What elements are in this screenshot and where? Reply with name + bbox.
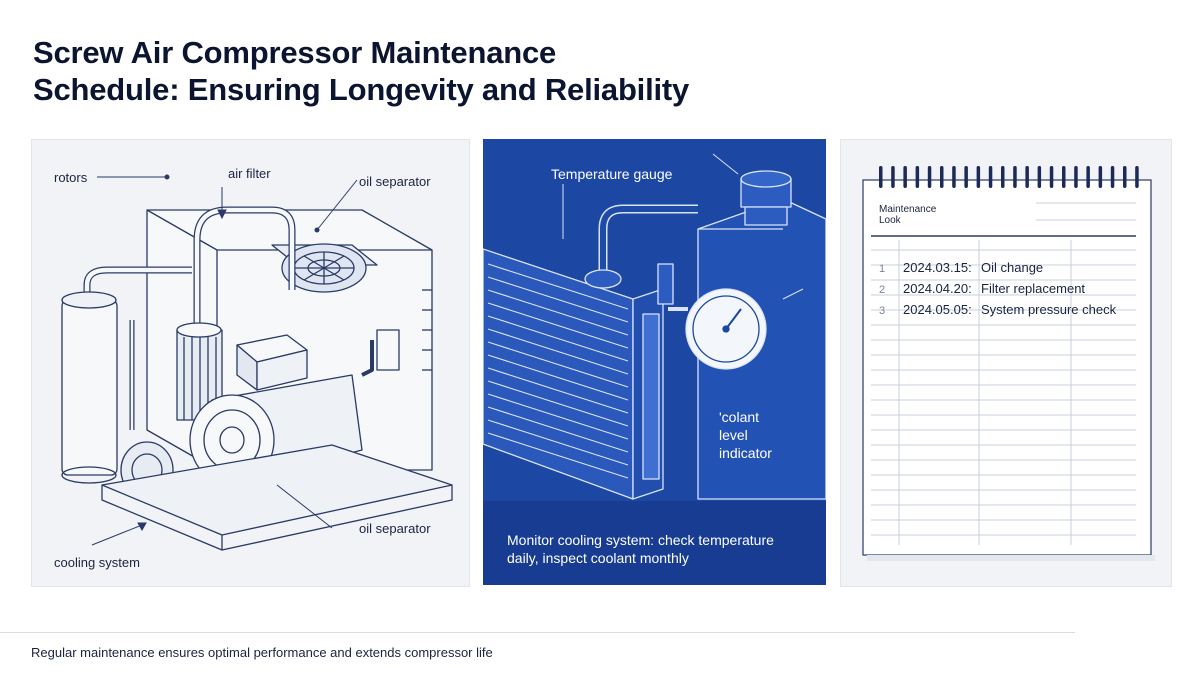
log-entry: 2 2024.04.20: Filter replacement <box>879 281 1085 296</box>
spiral-ring <box>1086 166 1090 188</box>
cooling-illustration <box>483 153 826 500</box>
spiral-ring <box>1049 166 1054 188</box>
radiator-fin <box>487 354 629 401</box>
notebook-illustration <box>862 166 1155 561</box>
spiral-ring <box>988 166 993 188</box>
notebook-spiral <box>879 166 1139 188</box>
notebook-title-line-2: Look <box>879 215 901 226</box>
compressor-illustration <box>61 174 453 551</box>
radiator-fin <box>487 380 629 427</box>
label-oil-separator-bottom: oil separator <box>359 521 431 536</box>
spiral-ring <box>915 166 920 188</box>
radiator-fin <box>487 315 629 362</box>
log-entry-task: System pressure check <box>981 302 1117 317</box>
spiral-ring <box>927 166 932 188</box>
spiral-ring <box>1098 166 1103 188</box>
radiator-fin <box>487 393 629 440</box>
radiator-fin <box>487 406 629 453</box>
page-title: Screw Air Compressor Maintenance Schedul… <box>33 34 833 108</box>
spiral-ring <box>1074 166 1078 188</box>
radiator-fin <box>487 367 629 414</box>
spiral-ring <box>891 166 895 188</box>
footer-caption: Regular maintenance ensures optimal perf… <box>31 645 493 660</box>
log-entry-task: Oil change <box>981 260 1044 275</box>
radiator-fin <box>487 276 629 323</box>
spiral-ring <box>1123 166 1127 188</box>
notebook-rules <box>871 240 1136 545</box>
radiator-fin <box>487 263 629 310</box>
notebook-title-line-1: Maintenance <box>879 204 937 215</box>
radiator-fin <box>487 419 629 466</box>
radiator-fin <box>487 341 629 388</box>
log-entry-marker: 3 <box>879 305 886 317</box>
spiral-ring <box>940 166 944 188</box>
compressor-diagram-panel: rotors air filter oil separator oil sepa… <box>31 139 470 587</box>
title-line-1: Screw Air Compressor Maintenance <box>33 35 557 70</box>
cooling-callout: Monitor cooling system: check temperatur… <box>483 501 826 585</box>
footer-divider <box>0 632 1075 633</box>
title-line-2: Schedule: Ensuring Longevity and Reliabi… <box>33 72 690 107</box>
log-entry-marker: 2 <box>879 284 886 296</box>
log-entry-marker: 1 <box>879 263 886 275</box>
log-entry-task: Filter replacement <box>981 281 1086 296</box>
spiral-ring <box>1025 166 1029 188</box>
spiral-ring <box>879 166 883 188</box>
spiral-ring <box>1110 166 1115 188</box>
label-oil-separator-top: oil separator <box>359 174 431 189</box>
log-entry-date: 2024.05.05: <box>903 302 972 317</box>
spiral-ring <box>1037 166 1042 188</box>
spiral-ring <box>903 166 907 188</box>
spiral-ring <box>952 166 956 188</box>
label-cooling-system: cooling system <box>54 555 140 570</box>
spiral-ring <box>1013 166 1017 188</box>
label-coolant-line-1: 'colant <box>719 409 760 425</box>
label-rotors: rotors <box>54 170 88 185</box>
label-temperature-gauge: Temperature gauge <box>551 166 673 182</box>
cooling-blueprint-panel: Temperature gauge 'colant level indicato… <box>483 139 826 585</box>
log-entry-date: 2024.03.15: <box>903 260 972 275</box>
spiral-ring <box>976 166 981 188</box>
label-air-filter: air filter <box>228 166 271 181</box>
label-coolant-line-3: indicator <box>719 445 772 461</box>
spiral-ring <box>1135 166 1139 188</box>
cooling-callout-text: Monitor cooling system: check temperatur… <box>507 532 774 566</box>
spiral-ring <box>1001 166 1005 188</box>
spiral-ring <box>964 166 968 188</box>
radiator-fin <box>487 328 629 375</box>
label-coolant-line-2: level <box>719 427 748 443</box>
spiral-ring <box>1062 166 1066 188</box>
log-entry-date: 2024.04.20: <box>903 281 972 296</box>
notebook-title: Maintenance Look <box>879 204 936 226</box>
radiator-fin <box>487 302 629 349</box>
radiator-fin <box>487 432 629 479</box>
log-entry: 3 2024.05.05: System pressure check <box>879 302 1116 317</box>
log-entry: 1 2024.03.15: Oil change <box>879 260 1043 275</box>
radiator-fin <box>487 289 629 336</box>
radiator-fins <box>487 263 629 479</box>
